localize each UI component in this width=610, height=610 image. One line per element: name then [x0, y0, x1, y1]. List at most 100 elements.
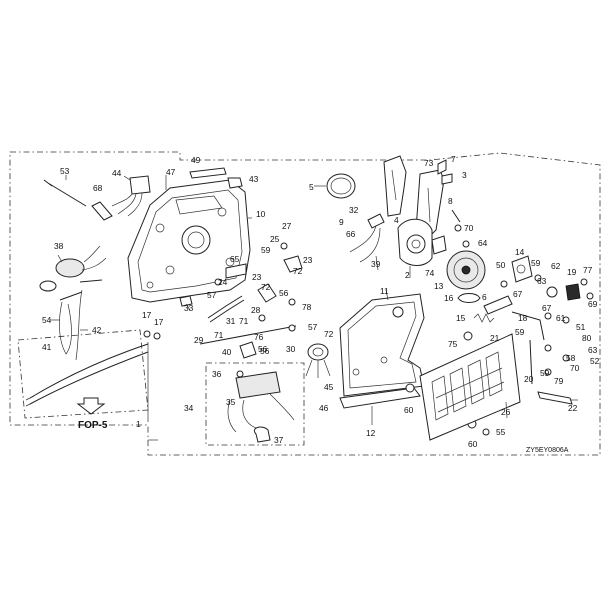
callout-label: 76 — [254, 332, 264, 342]
callout-label: 31 — [226, 316, 236, 326]
callout-label: 70 — [464, 223, 474, 233]
callout-label: 3 — [462, 170, 467, 180]
callout-label: 64 — [478, 238, 488, 248]
bolt-part — [288, 298, 296, 306]
callout-label: 78 — [302, 302, 312, 312]
callout-label: 15 — [456, 313, 466, 323]
right-cover-part — [339, 293, 425, 397]
clip-part — [227, 177, 243, 189]
reference-label: FOP-5 — [78, 420, 108, 431]
callout-label: 72 — [324, 329, 334, 339]
callout-label: 59 — [515, 327, 525, 337]
callout-label: 17 — [154, 317, 164, 327]
callout-label: 7 — [451, 154, 456, 164]
bracket-part — [511, 255, 533, 283]
callout-label: 59 — [540, 368, 550, 378]
callout-label: 61 — [556, 313, 566, 323]
callout-label: 36 — [212, 369, 222, 379]
plate-part — [431, 235, 447, 255]
arm-part — [511, 311, 545, 341]
harness-frame — [205, 362, 305, 446]
left-cover-part — [127, 179, 251, 303]
callout-label: 2 — [405, 270, 410, 280]
callout-label: 46 — [319, 403, 329, 413]
callout-label: 47 — [166, 167, 176, 177]
callout-label: 32 — [349, 205, 359, 215]
callout-label: 43 — [249, 174, 259, 184]
callout-label: 23 — [303, 255, 313, 265]
callout-label: 12 — [366, 428, 376, 438]
callout-label: 75 — [448, 339, 458, 349]
callout-label: 56 — [279, 288, 289, 298]
bolt-part — [405, 383, 415, 393]
callout-label: 44 — [112, 168, 122, 178]
link-part — [483, 295, 513, 315]
callout-label: 60 — [468, 439, 478, 449]
callout-label: 40 — [222, 347, 232, 357]
callout-label: 63 — [588, 345, 598, 355]
callout-label: 72 — [261, 282, 271, 292]
bolt-part — [288, 324, 296, 332]
callout-label: 14 — [515, 247, 525, 257]
bolt-part — [258, 314, 266, 322]
callout-label: 55 — [496, 427, 506, 437]
detent-part — [441, 173, 453, 185]
callout-label: 13 — [434, 281, 444, 291]
callout-label: 79 — [554, 376, 564, 386]
bushing-part — [463, 331, 473, 341]
callout-label: 8 — [448, 196, 453, 206]
callout-label: 66 — [346, 229, 356, 239]
callout-label: 51 — [576, 322, 586, 332]
bolt-part — [214, 278, 222, 286]
lever-part — [207, 283, 277, 323]
bolt-part — [580, 278, 588, 286]
handle-lever-part — [383, 155, 407, 217]
trim-strip-part — [189, 167, 227, 179]
ring-part — [326, 173, 356, 199]
grid-frame-part — [419, 333, 521, 441]
callout-label: 18 — [518, 313, 528, 323]
ring-part — [546, 286, 558, 298]
callout-label: 9 — [339, 217, 344, 227]
bolt-part — [534, 274, 542, 282]
callout-label: 11 — [380, 286, 389, 296]
callout-label: 50 — [496, 260, 506, 270]
cord-part — [75, 289, 83, 361]
callout-label: 72 — [293, 266, 303, 276]
pin-part — [451, 209, 461, 223]
callout-label: 70 — [570, 363, 580, 373]
callout-label: 52 — [590, 356, 600, 366]
callout-label: 5 — [309, 182, 314, 192]
spring-part — [225, 263, 247, 279]
nut-part — [562, 316, 570, 324]
callout-label: 77 — [583, 265, 593, 275]
callout-label: 10 — [256, 209, 266, 219]
callout-label: 21 — [490, 333, 500, 343]
clip-part — [457, 293, 481, 303]
ref-arrow — [76, 397, 106, 415]
callout-label: 67 — [542, 303, 552, 313]
nut-part — [544, 312, 552, 320]
callout-label: 6 — [482, 292, 487, 302]
diagram-code: ZY5EY0806A — [526, 447, 569, 454]
callout-label: 17 — [142, 310, 152, 320]
wire-harness-part — [227, 370, 295, 443]
nut-part — [562, 354, 570, 362]
bolt-part — [482, 428, 490, 436]
trim-strip-part — [339, 387, 421, 409]
shaft-part — [199, 325, 297, 345]
callout-label: 30 — [286, 344, 296, 354]
knob-part — [565, 283, 581, 301]
callout-label: 71 — [239, 316, 249, 326]
callout-label: 57 — [207, 290, 217, 300]
callout-label: 41 — [42, 342, 52, 352]
callout-label: 4 — [394, 215, 399, 225]
grip-part — [367, 213, 385, 229]
nut-part — [153, 332, 161, 340]
callout-label: 19 — [567, 267, 577, 277]
nut-part — [544, 344, 552, 352]
callout-label: 49 — [191, 155, 201, 165]
bushing-part — [239, 341, 257, 359]
callout-label: 54 — [42, 315, 52, 325]
